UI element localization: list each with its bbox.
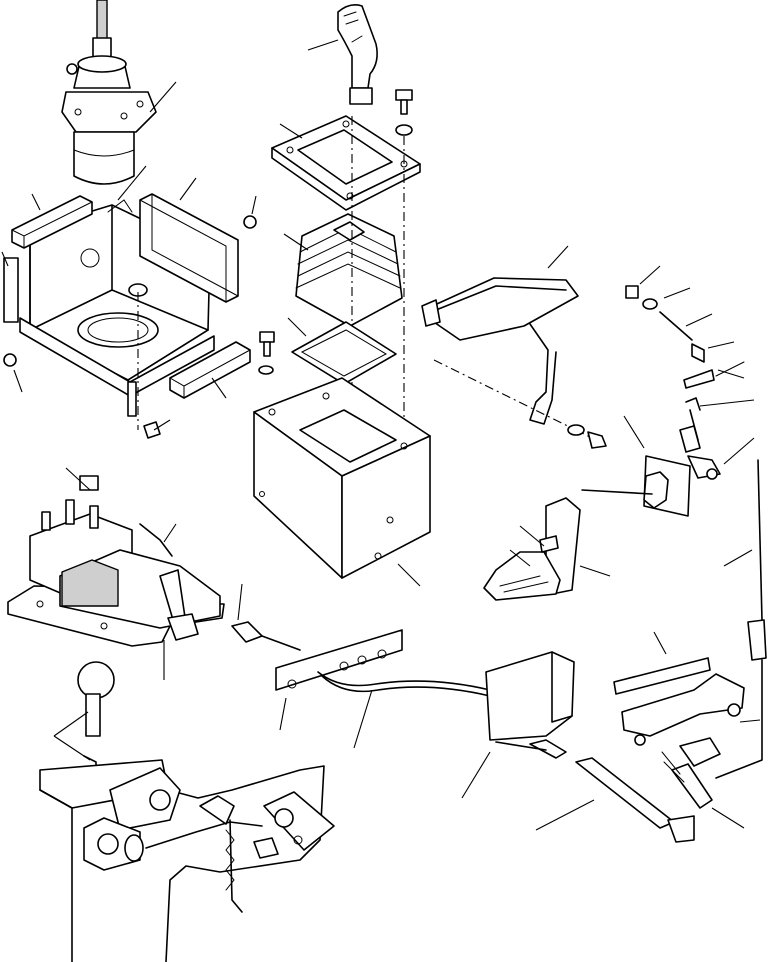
housing-bolt [259,332,274,374]
rod-linkage [614,632,762,828]
push-rod [536,758,694,842]
rail-guard [422,246,592,438]
detent-linkage [582,398,766,660]
control-cable [232,584,490,748]
bolt-washer [396,90,412,440]
knob-lever-assembly [40,662,334,962]
guard-bolt [568,425,606,448]
console-housing [254,378,430,586]
top-plate [272,116,420,210]
pilot-valve-block [8,468,224,680]
small-hardware [626,266,744,388]
bellows-boot [284,116,402,470]
leader-lines-tl [2,82,256,430]
lock-bracket [484,498,610,600]
control-lever-grip [308,5,377,104]
gasket [288,318,396,384]
side-pads [4,194,250,398]
small-nuts [4,216,256,438]
single-lever-valve-assembly [62,0,156,184]
pedal-bracket [462,652,574,798]
